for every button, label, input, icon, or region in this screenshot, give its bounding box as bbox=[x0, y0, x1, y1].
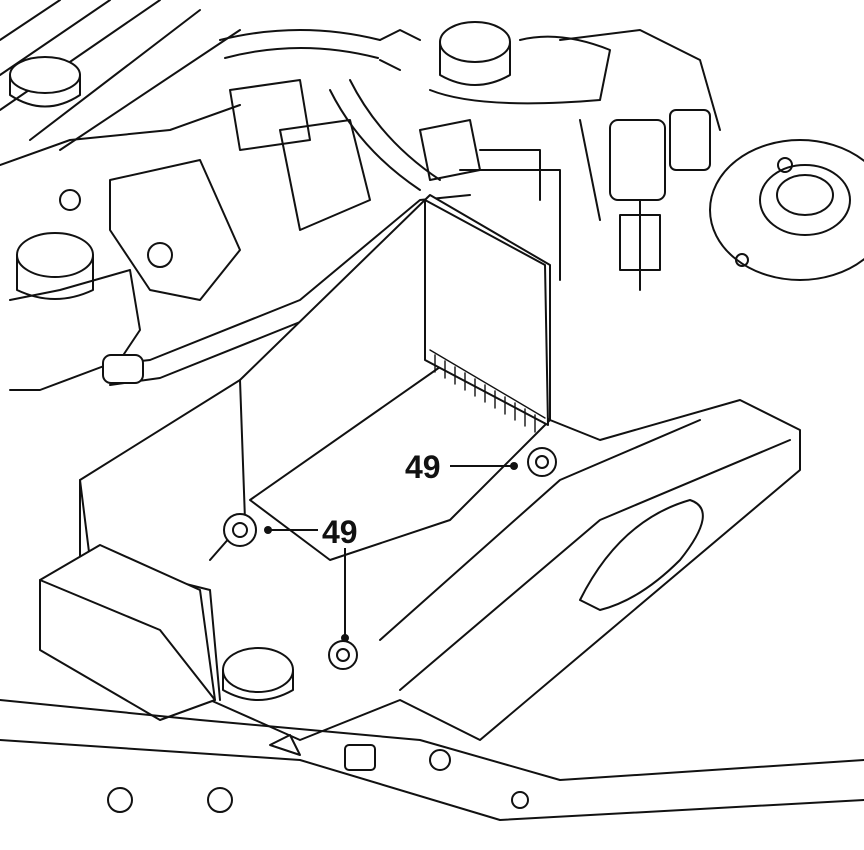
mounting-bolt-1 bbox=[223, 513, 257, 547]
callout-label: 49 bbox=[405, 449, 441, 485]
callout-label: 49 bbox=[322, 514, 358, 550]
callout-49-upper: 49 bbox=[405, 449, 518, 485]
mounting-bolt-2 bbox=[527, 447, 557, 477]
engine-bay-background bbox=[0, 0, 864, 391]
mounting-bolt-3 bbox=[328, 640, 358, 670]
tray-ribs bbox=[434, 354, 536, 433]
battery-tray bbox=[0, 194, 864, 821]
callout-49-lower: 49 bbox=[264, 514, 358, 642]
